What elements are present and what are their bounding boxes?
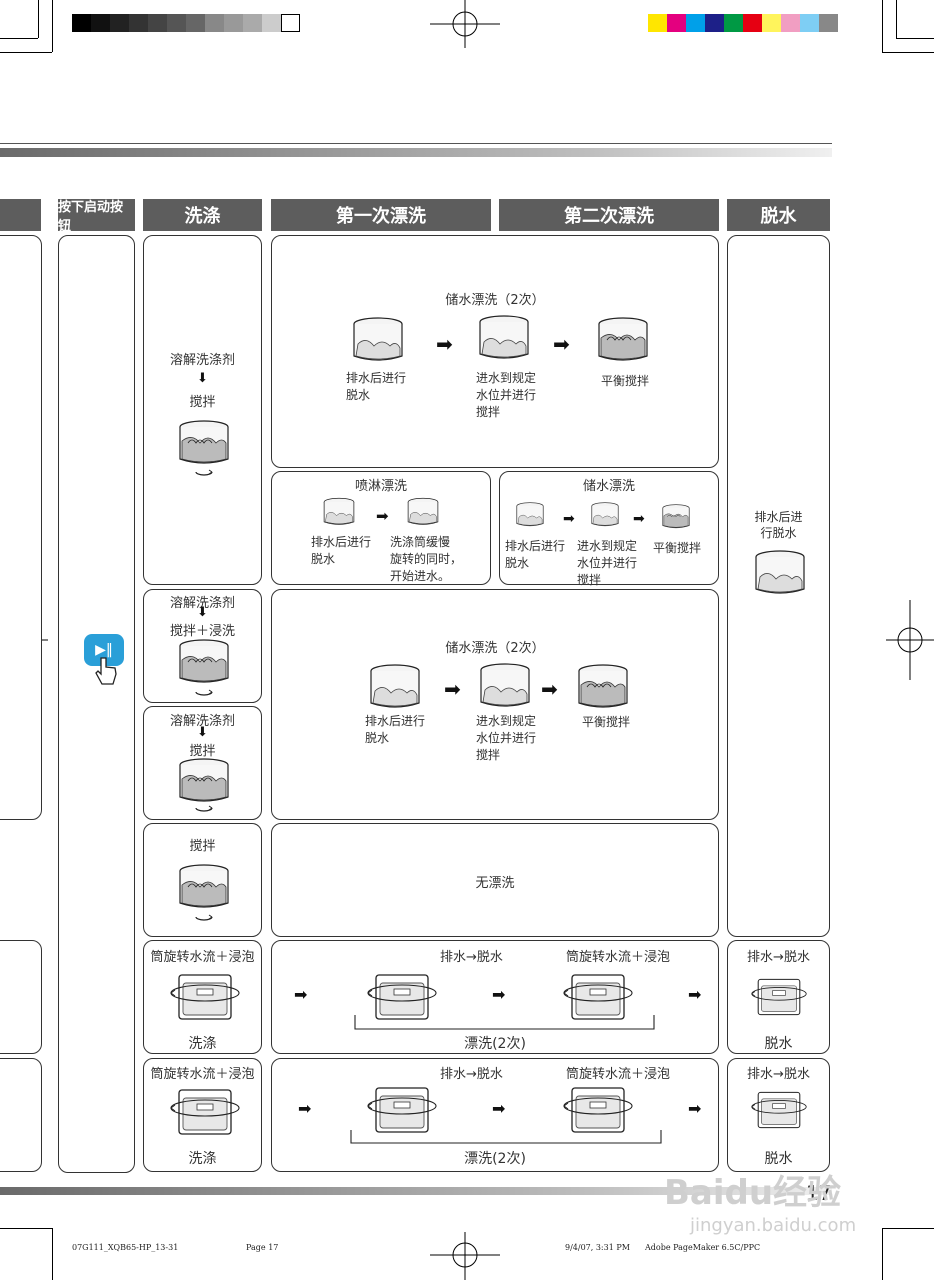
spin-r6-bottom: 脱水 — [764, 1151, 793, 1167]
wash-r3-line1: 溶解洗涤剂 — [169, 714, 235, 729]
start-column: ▶‖ — [58, 235, 135, 1173]
rinse-c-step3: 平衡搅拌 — [582, 715, 631, 729]
header-rinse1: 第一次漂洗 — [271, 199, 491, 231]
down-arrow-icon: ⬇ — [197, 605, 208, 620]
right-arrow-icon: ➡ — [633, 511, 645, 527]
watermark-brand: Baidu经验 — [664, 1173, 842, 1213]
bottom-gradient-bar — [0, 1187, 832, 1195]
right-arrow-icon: ➡ — [688, 1099, 702, 1118]
wash-r1-line2: 搅拌 — [189, 395, 216, 410]
rinse-panel-b1 — [271, 471, 491, 585]
right-arrow-icon: ➡ — [436, 332, 453, 356]
grayscale-strip — [72, 14, 300, 32]
rinse-c-step1: 排水后进行 脱水 — [365, 714, 426, 745]
header-spin: 脱水 — [727, 199, 830, 231]
rinse-panel-f — [271, 1058, 719, 1172]
footer-app: Adobe PageMaker 6.5C/PPC — [645, 1243, 761, 1252]
right-arrow-icon: ➡ — [444, 677, 461, 701]
right-arrow-icon: ➡ — [563, 511, 575, 527]
wash-r6-bottom: 洗涤 — [188, 1151, 217, 1167]
rinse-e-label2: 筒旋转水流＋浸泡 — [566, 950, 671, 965]
wash-r1-line1: 溶解洗涤剂 — [169, 353, 235, 368]
rinse-panel-d — [271, 823, 719, 937]
rinse-b1-step2: 洗涤筒缓慢 旋转的同时， 开始进水。 — [390, 535, 463, 583]
right-arrow-icon: ➡ — [298, 1099, 312, 1118]
top-gradient-bar — [0, 148, 832, 157]
header-start: 按下启动按钮 — [58, 199, 135, 234]
watermark-url: jingyan.baidu.com — [690, 1215, 857, 1236]
footer-page: Page 17 — [246, 1243, 279, 1252]
header-rinse2: 第二次漂洗 — [499, 199, 719, 231]
rinse-f-label1: 排水→脱水 — [440, 1067, 503, 1082]
right-arrow-icon: ➡ — [492, 1099, 506, 1118]
rinse-e-bottom: 漂洗(2次) — [464, 1036, 526, 1052]
wash-r6-top: 筒旋转水流＋浸泡 — [150, 1067, 255, 1082]
rinse-d-text: 无漂洗 — [475, 876, 515, 891]
right-arrow-icon: ➡ — [541, 677, 558, 701]
right-arrow-icon: ➡ — [376, 507, 389, 525]
down-arrow-icon: ⬇ — [197, 371, 208, 386]
rinse-panel-b2 — [499, 471, 719, 585]
rinse-a-title: 储水漂洗（2次） — [445, 293, 545, 308]
rinse-b1-title: 喷淋漂洗 — [354, 479, 407, 494]
prev-column-cell — [0, 235, 42, 820]
page-number: 17 — [806, 1181, 832, 1205]
wash-r5-bottom: 洗涤 — [188, 1036, 217, 1052]
rinse-e-label1: 排水→脱水 — [440, 950, 503, 965]
right-arrow-icon: ➡ — [553, 332, 570, 356]
header-prev-column — [0, 199, 41, 231]
spin-r5-bottom: 脱水 — [764, 1036, 793, 1052]
wash-r5-top: 筒旋转水流＋浸泡 — [150, 950, 255, 965]
rinse-b2-step2: 进水到规定 水位并进行 搅拌 — [577, 539, 638, 587]
down-arrow-icon: ⬇ — [197, 725, 208, 740]
color-strip — [648, 14, 838, 32]
right-arrow-icon: ➡ — [492, 985, 506, 1004]
rinse-f-bottom: 漂洗(2次) — [464, 1151, 526, 1167]
footer-datetime: 9/4/07, 3:31 PM — [565, 1243, 630, 1252]
spin-big-text: 排水后进 行脱水 — [754, 510, 803, 540]
wash-cell-5 — [143, 940, 262, 1054]
rinse-a-step2: 进水到规定 水位并进行 搅拌 — [476, 371, 537, 419]
footer-file: 07G111_XQB65-HP_13-31 — [72, 1243, 179, 1252]
rinse-f-label2: 筒旋转水流＋浸泡 — [566, 1067, 671, 1082]
prev-column-cell — [0, 1058, 42, 1172]
rinse-b1-step1: 排水后进行 脱水 — [311, 535, 372, 566]
wash-cell-1 — [143, 235, 262, 585]
wash-r2-line1: 溶解洗涤剂 — [169, 596, 235, 611]
rinse-b2-step3: 平衡搅拌 — [653, 541, 702, 555]
rinse-c-step2: 进水到规定 水位并进行 搅拌 — [476, 714, 537, 762]
right-arrow-icon: ➡ — [688, 985, 702, 1004]
wash-r4-line1: 搅拌 — [189, 839, 216, 854]
rinse-panel-e — [271, 940, 719, 1054]
right-arrow-icon: ➡ — [294, 985, 308, 1004]
header-wash: 洗涤 — [143, 199, 262, 231]
pointing-hand-icon — [95, 657, 117, 685]
rinse-a-step1: 排水后进行 脱水 — [346, 371, 407, 402]
wash-r2-line2: 搅拌＋浸洗 — [169, 624, 235, 639]
rinse-c-title: 储水漂洗（2次） — [445, 641, 545, 656]
wash-r3-line2: 搅拌 — [189, 744, 216, 759]
rinse-b2-step1: 排水后进行 脱水 — [505, 539, 566, 570]
rinse-b2-title: 储水漂洗 — [582, 479, 635, 494]
rinse-a-step3: 平衡搅拌 — [601, 374, 650, 388]
top-rule — [0, 143, 832, 144]
spin-r6-top: 排水→脱水 — [747, 1067, 810, 1082]
spin-r5-top: 排水→脱水 — [747, 950, 810, 965]
prev-column-cell — [0, 940, 42, 1054]
